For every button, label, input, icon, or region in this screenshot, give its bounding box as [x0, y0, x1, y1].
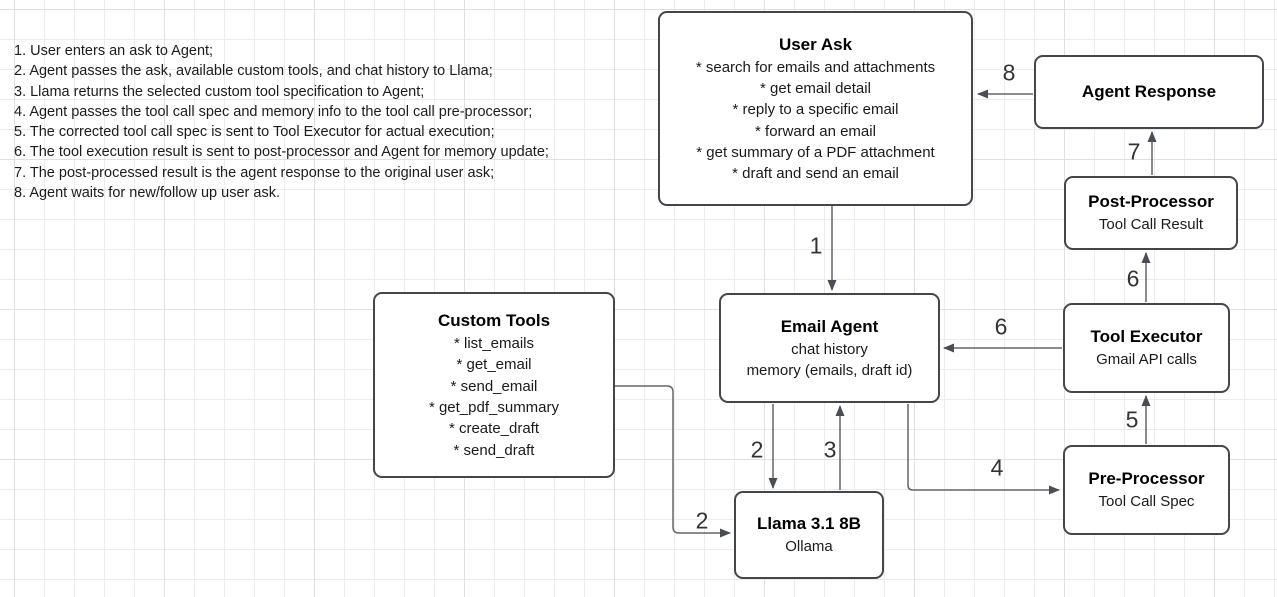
arrow-custom-tools-to-llama [615, 385, 731, 538]
notes-list: 1. User enters an ask to Agent; 2. Agent… [14, 41, 549, 203]
note-item: 1. User enters an ask to Agent; [14, 43, 214, 59]
box-line: * create_draft [448, 420, 540, 438]
box-pre-processor: Pre-Processor Tool Call Spec [1063, 445, 1230, 535]
box-line: memory (emails, draft id) [746, 362, 913, 379]
edge-label-6-up: 6 [1126, 265, 1140, 292]
box-tool-executor: Tool Executor Gmail API calls [1063, 303, 1230, 393]
edge-label-3: 3 [823, 436, 837, 463]
note-item: 7. The post-processed result is the agen… [14, 164, 495, 181]
edge-label-6-left: 6 [994, 313, 1008, 340]
note-item: 8. Agent waits for new/follow up user as… [14, 185, 280, 202]
box-subtitle: Gmail API calls [1096, 351, 1197, 369]
box-title: Email Agent [780, 316, 879, 336]
edge-label-2-tools: 2 [695, 507, 709, 534]
box-line: * draft and send an email [732, 165, 899, 183]
box-agent-response: Agent Response [1034, 55, 1264, 129]
edge-label-8: 8 [1002, 59, 1016, 86]
box-title: Agent Response [1081, 82, 1217, 101]
box-post-processor: Post-Processor Tool Call Result [1064, 176, 1238, 250]
box-subtitle: Tool Call Result [1098, 216, 1204, 234]
edge-label-5: 5 [1125, 406, 1139, 433]
box-line: chat history [791, 340, 868, 358]
box-subtitle: Ollama [785, 538, 833, 556]
box-llama: Llama 3.1 8B Ollama [734, 491, 884, 579]
box-line: * get email detail [760, 79, 871, 97]
box-line: * send_email [450, 377, 538, 395]
box-line: * list_emails [453, 335, 535, 353]
box-title: Tool Executor [1090, 327, 1203, 347]
note-item: 3. Llama returns the selected custom too… [14, 83, 425, 100]
box-line: * get_pdf_summary [428, 399, 560, 416]
edge-label-4: 4 [990, 454, 1004, 481]
box-title: Post-Processor [1088, 192, 1214, 212]
note-item: 5. The corrected tool call spec is sent … [14, 124, 495, 141]
box-line: * get_email [456, 356, 532, 374]
note-item: 2. Agent passes the ask, available custo… [14, 63, 493, 80]
box-title: Custom Tools [437, 311, 551, 331]
edge-label-2: 2 [750, 436, 764, 463]
box-line: * forward an email [755, 122, 876, 140]
edge-label-7: 7 [1127, 138, 1141, 165]
box-line: * get summary of a PDF attachment [696, 143, 935, 161]
box-title: Pre-Processor [1088, 469, 1205, 489]
note-item: 4. Agent passes the tool call spec and m… [14, 103, 533, 120]
box-title: Llama 3.1 8B [757, 514, 861, 534]
arrow-email-agent-to-pre-processor [907, 404, 1060, 495]
edge-label-1: 1 [809, 232, 823, 259]
box-line: * search for emails and attachments [695, 58, 936, 76]
box-custom-tools: Custom Tools * list_emails * get_email *… [373, 292, 615, 478]
box-email-agent: Email Agent chat history memory (emails,… [719, 293, 940, 403]
note-item: 6. The tool execution result is sent to … [14, 144, 549, 161]
box-user-ask: User Ask * search for emails and attachm… [658, 11, 973, 206]
box-title: User Ask [778, 34, 853, 54]
box-line: * reply to a specific email [732, 101, 899, 119]
box-subtitle: Tool Call Spec [1098, 493, 1195, 511]
box-line: * send_draft [453, 441, 535, 459]
